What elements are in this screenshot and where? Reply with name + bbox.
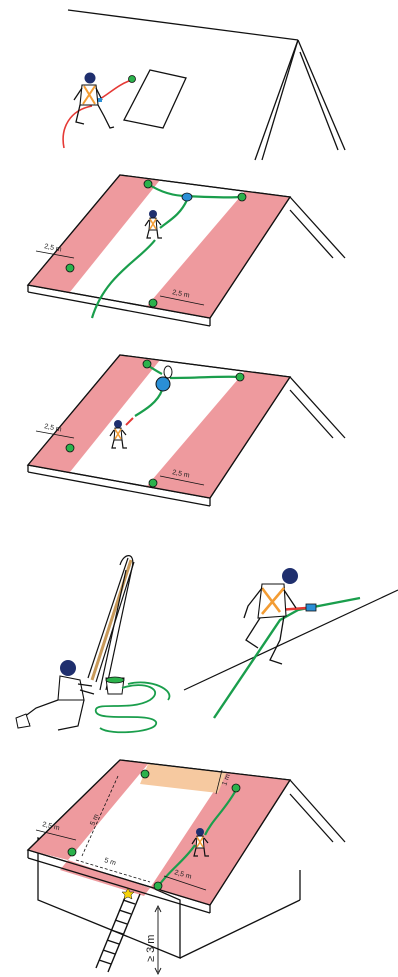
anchor-point: [148, 298, 158, 308]
connector: [181, 192, 193, 202]
anchor-point: [128, 75, 136, 83]
dimension-left: 2,5 m: [35, 243, 75, 259]
panel-1-roof-hatch: [62, 9, 346, 161]
roof-outline: [67, 9, 346, 161]
anchor-point: [231, 783, 241, 793]
gable-edge: [27, 196, 346, 327]
panel-4-installation: [15, 555, 398, 734]
coiled-rope: [95, 681, 171, 734]
climbing-worker: [243, 568, 298, 665]
dimension-label: 2,5 m: [172, 289, 191, 300]
anchor-point: [140, 769, 150, 779]
danger-zone-left: [28, 355, 160, 472]
dimension-bottom: 5 m: [75, 857, 151, 883]
anchor-point: [143, 179, 153, 189]
anchor-point: [65, 263, 75, 273]
dimension-left: 2,5 m: [35, 423, 75, 439]
rope-bucket: [105, 676, 125, 695]
danger-zone-right: [146, 371, 290, 498]
dimension-label: 1 m: [221, 773, 232, 787]
dimension-top-right: 1 m: [215, 769, 232, 795]
dimension-label: 2,5 m: [172, 469, 191, 480]
rope-grab: [305, 603, 317, 612]
dimension-label: 2,5 m: [44, 423, 63, 434]
gable-edge: [27, 779, 346, 914]
dimension-label: ≥ 3 m: [145, 935, 157, 962]
anchor-point: [153, 881, 163, 891]
panel-2-anchor-line: 2,5 m 2,5 m: [26, 174, 346, 327]
anchor-point: [67, 847, 77, 857]
ladder: [95, 889, 141, 973]
anchor-point: [235, 372, 245, 382]
dimension-left: 2,5 m: [35, 821, 77, 841]
kneeling-worker: [15, 660, 95, 731]
dimension-right: 2,5 m: [159, 289, 205, 306]
danger-zone-bottom: [60, 860, 150, 896]
panel-3-rope-descender: 2,5 m 2,5 m: [26, 354, 346, 507]
danger-zone-left: [28, 175, 160, 292]
safety-line: [183, 589, 398, 691]
dimension-label: 2,5 m: [44, 243, 63, 254]
dimension-left-vertical: 5 m: [81, 775, 119, 857]
safe-zone-top: [140, 764, 226, 793]
danger-zone-left: [28, 760, 148, 860]
gable-edge: [27, 376, 346, 507]
lanyard: [125, 417, 134, 426]
installation-pole: [87, 555, 135, 691]
pulley: [155, 365, 173, 392]
anchor-rope: [159, 789, 237, 885]
anchor-point: [148, 478, 158, 488]
dimension-label: 2,5 m: [42, 821, 61, 832]
danger-zone-right: [150, 773, 290, 905]
dimension-right: 2,5 m: [159, 469, 205, 486]
roof-hatch: [123, 69, 187, 129]
dimension-height: ≥ 3 m: [145, 904, 162, 976]
worker: [73, 72, 115, 129]
dimension-right: 2,5 m: [163, 869, 207, 891]
anchor-point: [65, 443, 75, 453]
dimension-label: 5 m: [89, 813, 100, 827]
dimension-label: 5 m: [103, 857, 116, 867]
danger-zone-right: [146, 191, 290, 318]
anchor-rope: [213, 596, 361, 719]
dimension-label: 2,5 m: [173, 869, 192, 881]
ladder-tip-star: [121, 887, 135, 900]
panel-5-house-dimensions: 1 m 5 m 2,5 m 5 m 2,5 m ≥ 3 m: [26, 759, 346, 976]
anchor-point: [237, 192, 247, 202]
anchor-point: [142, 359, 152, 369]
